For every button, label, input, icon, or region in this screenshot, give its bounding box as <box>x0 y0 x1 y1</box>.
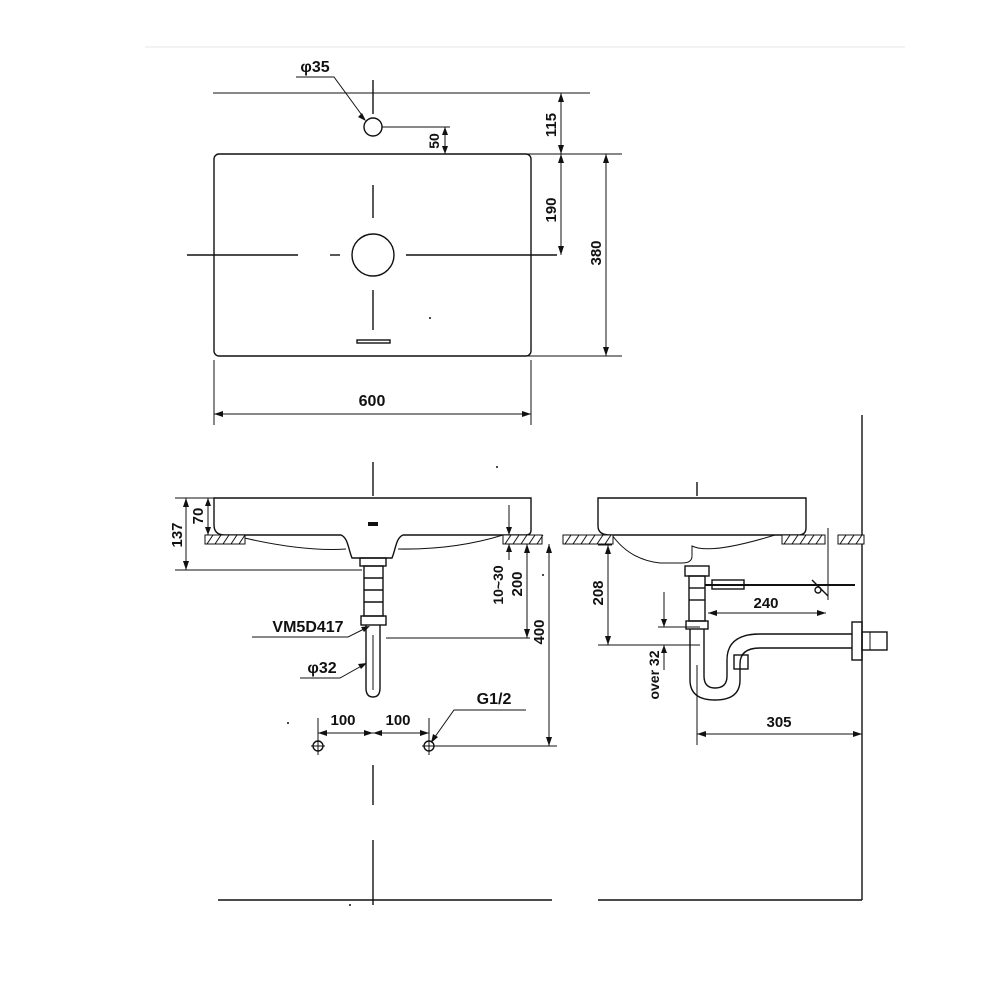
leader-arrow-g12 <box>431 734 438 743</box>
dim-arrows-70 <box>205 498 211 535</box>
dim-100-left: 100 <box>330 712 355 729</box>
dim-240: 240 <box>753 595 778 612</box>
side-tail-pipe <box>688 575 706 622</box>
label-g12: G1/2 <box>477 691 512 708</box>
speck <box>429 317 431 319</box>
dim-200: 200 <box>509 571 526 596</box>
leader-g12 <box>431 709 526 742</box>
countertop-side-left <box>562 534 614 545</box>
bowl-curve-side <box>611 534 776 564</box>
label-vm5d417: VM5D417 <box>272 619 343 636</box>
overflow-slot <box>356 339 391 344</box>
dim-400: 400 <box>531 619 548 644</box>
pop-up-rod-sleeve <box>711 579 745 590</box>
leader-arrow-phi35 <box>358 113 366 121</box>
tail-pipe <box>363 565 384 617</box>
pipe-coupling <box>360 615 387 626</box>
speck <box>496 466 498 468</box>
leader-arrow-vm5d417 <box>361 626 370 632</box>
front-section-view: 137 70 10~30 200 400 100 100 <box>169 462 557 906</box>
drain-nut <box>359 557 387 567</box>
countertop-left <box>204 534 246 545</box>
supply-point-right <box>422 739 436 753</box>
pop-up-pivot <box>814 586 822 594</box>
dim-137: 137 <box>169 522 186 547</box>
dim-arrows-50 <box>442 127 448 154</box>
wall-flange <box>851 621 863 661</box>
wall-outlet <box>861 631 888 651</box>
dim-600: 600 <box>359 393 386 410</box>
dim-305: 305 <box>766 714 791 731</box>
countertop-side-hatching <box>564 534 863 545</box>
dim-arrows-100 <box>318 730 429 736</box>
speck <box>542 574 544 576</box>
label-phi35: φ35 <box>300 59 329 76</box>
leader-phi32 <box>300 663 366 679</box>
basin-body-front <box>213 497 532 559</box>
speck <box>287 722 289 724</box>
waste-pipe <box>365 625 381 698</box>
dim-208: 208 <box>590 580 607 605</box>
drain-hole <box>351 233 395 277</box>
drain-grate <box>368 522 378 526</box>
p-trap-inner <box>703 629 852 689</box>
label-phi32: φ32 <box>307 660 336 677</box>
leader-phi35 <box>296 76 365 119</box>
tap-hole <box>363 117 383 137</box>
speck <box>349 904 351 906</box>
countertop-hatching <box>206 534 544 545</box>
leader-arrow-phi32 <box>358 663 367 669</box>
side-drain-nut <box>684 565 710 577</box>
dim-over32: over 32 <box>646 650 662 699</box>
dim-115: 115 <box>543 113 560 137</box>
basin-body-side <box>597 497 807 536</box>
dim-100-right: 100 <box>385 712 410 729</box>
side-view: 208 240 over 32 305 <box>562 415 888 901</box>
dim-arrows-over32 <box>661 619 667 653</box>
p-trap-nut <box>733 654 749 670</box>
bowl-curve-left <box>231 534 347 550</box>
dim-arrows-137 <box>183 498 189 570</box>
dim-190: 190 <box>543 197 560 222</box>
dim-70: 70 <box>190 508 207 525</box>
dim-arrows-10-30 <box>506 527 512 552</box>
dim-380: 380 <box>588 240 605 265</box>
plan-view: 115 190 380 50 600 φ35 <box>187 59 622 425</box>
countertop-right <box>502 534 543 545</box>
dim-50: 50 <box>426 133 442 149</box>
supply-point-left <box>311 739 325 753</box>
bowl-curve-right <box>397 534 504 550</box>
dim-10-30: 10~30 <box>490 565 506 605</box>
p-trap-outer <box>689 629 852 701</box>
side-pipe-coupling <box>685 620 709 630</box>
leader-vm5d417 <box>252 626 369 638</box>
